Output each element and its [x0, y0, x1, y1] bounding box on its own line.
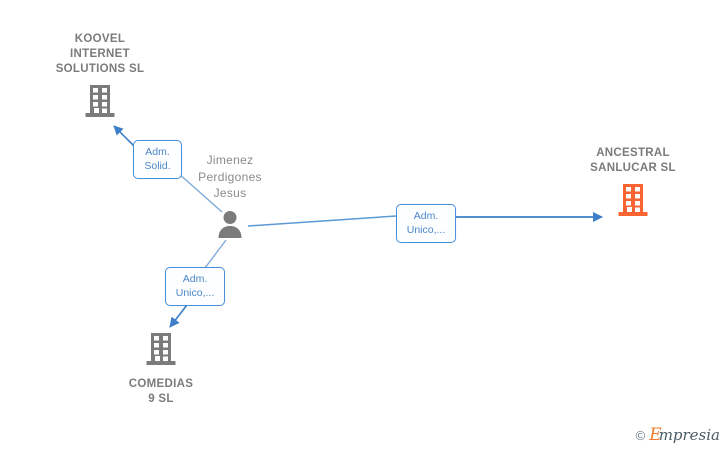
- person-icon: [215, 209, 245, 244]
- edge-person-to-unico-bottom-label: [204, 239, 227, 269]
- node-jimenez-perdigones-jesus[interactable]: Jimenez Perdigones Jesus: [150, 152, 310, 244]
- brand-initial: E: [649, 425, 662, 445]
- building-icon: [618, 183, 648, 222]
- node-ancestral-sanlucar-sl[interactable]: ANCESTRAL SANLUCAR SL: [553, 146, 713, 222]
- edge-person-to-unico-right-label: [247, 215, 397, 227]
- node-comedias-9-sl[interactable]: COMEDIAS 9 SL: [81, 332, 241, 407]
- node-label-person: Jimenez Perdigones Jesus: [198, 153, 262, 200]
- edge-label-adm-solid[interactable]: Adm. Solid.: [133, 140, 182, 179]
- edge-label-adm-unico-ancestral[interactable]: Adm. Unico,...: [396, 204, 456, 243]
- empresia-watermark: © E mpresia: [636, 427, 720, 444]
- building-icon: [85, 84, 115, 123]
- edge-solid-label-to-koovel: [113, 125, 137, 149]
- edge-label-adm-unico-comedias[interactable]: Adm. Unico,...: [165, 267, 225, 306]
- node-koovel-internet-solutions-sl[interactable]: KOOVEL INTERNET SOLUTIONS SL: [20, 32, 180, 123]
- copyright-icon: ©: [635, 428, 646, 443]
- brand-name: mpresia: [658, 426, 720, 444]
- edge-person-to-solid-label: [177, 172, 223, 213]
- node-label-comedias: COMEDIAS 9 SL: [128, 378, 194, 405]
- node-label-koovel: KOOVEL INTERNET SOLUTIONS SL: [55, 33, 145, 75]
- node-label-ancestral: ANCESTRAL SANLUCAR SL: [590, 147, 676, 174]
- building-icon: [146, 332, 176, 371]
